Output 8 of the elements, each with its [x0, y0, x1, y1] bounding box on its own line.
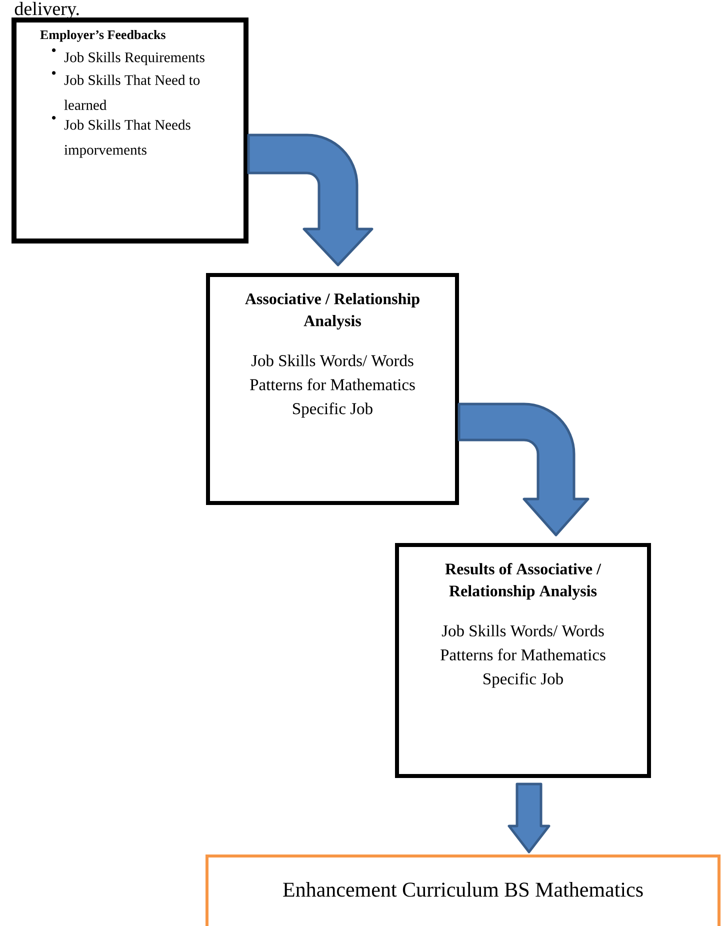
analysis-box: Results of Associative / Relationship Analysis Job Skills Words/ Words Patterns for Mathematics Specific Job — [395, 543, 651, 778]
block-arrow — [458, 402, 590, 536]
cut-off-text: delivery. — [14, 2, 79, 20]
block-arrow — [508, 782, 550, 854]
analysis-box: Associative / Relationship Analysis Job Skills Words/ Words Patterns for Mathematics Specific Job — [206, 273, 459, 505]
block-arrow — [247, 134, 374, 266]
feedback-box: Employer’s Feedbacks Job Skills Requirements Job Skills That Need to learned Job Skills That Needs imporvements — [12, 18, 248, 244]
curriculum-box: Enhancement Curriculum BS Mathematics — [206, 854, 720, 926]
